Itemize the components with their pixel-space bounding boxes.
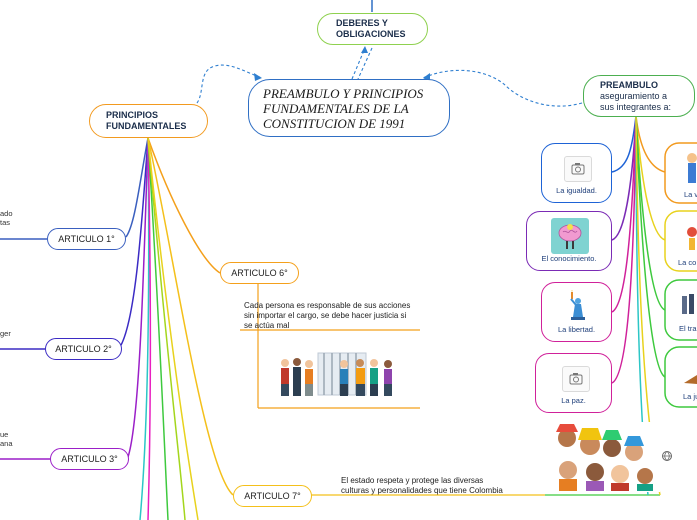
branch-art6	[147, 137, 221, 274]
articulo-7-label: ARTICULO 7°	[244, 491, 301, 501]
art7-illustration	[548, 422, 660, 492]
right-card-3-label: El tra	[679, 324, 697, 333]
principios-node[interactable]: PRINCIPIOS FUNDAMENTALES	[89, 104, 208, 138]
right-card-1-label: La v	[684, 190, 697, 199]
branch-yellow	[147, 137, 199, 520]
articulo-6-label: ARTICULO 6°	[231, 268, 288, 278]
articulo-7-text: El estado respeta y protege las diversas…	[341, 476, 503, 495]
branch-lime	[147, 137, 186, 520]
right-card-2-label: La co	[678, 258, 697, 267]
deberes-line-2: OBLIGACIONES	[336, 29, 406, 39]
articulo-1-node[interactable]: ARTICULO 1°	[47, 228, 126, 250]
deberes-node[interactable]: DEBERES Y OBLIGACIONES	[317, 13, 428, 45]
art6-illustration	[281, 352, 392, 396]
brain-icon	[551, 218, 589, 254]
left-fragment-4: ue	[0, 430, 9, 439]
central-topic[interactable]: PREAMBULO Y PRINCIPIOS FUNDAMENTALES DE …	[248, 79, 450, 137]
left-fragment-1: ado	[0, 209, 13, 218]
link-deberes-central	[351, 47, 366, 80]
statue-of-liberty-icon	[562, 289, 594, 321]
articulo-6-text: Cada persona es responsable de sus accio…	[244, 301, 411, 330]
principios-line-2: FUNDAMENTALES	[106, 121, 187, 131]
preambulo-sub-2: sus integrantes a:	[600, 101, 672, 112]
card-libertad[interactable]: La libertad.	[541, 282, 612, 342]
articulo-6-node[interactable]: ARTICULO 6°	[220, 262, 299, 284]
articulo-2-label: ARTICULO 2°	[55, 344, 112, 354]
branch-magenta	[147, 137, 152, 520]
preambulo-node[interactable]: PREAMBULO aseguramiento a sus integrante…	[583, 75, 695, 117]
link-preambulo-central	[422, 69, 583, 107]
left-fragment-2: tas	[0, 218, 11, 227]
branch-art1	[125, 137, 149, 238]
articulo-7-node[interactable]: ARTICULO 7°	[233, 485, 312, 507]
deberes-line-1: DEBERES Y	[336, 18, 388, 28]
central-line-1: PREAMBULO Y PRINCIPIOS	[263, 85, 424, 101]
articulo-1-label: ARTICULO 1°	[58, 234, 115, 244]
camera-icon	[564, 156, 592, 182]
right-card-4-label: La ju	[683, 392, 697, 401]
pre-branch-libertad	[611, 115, 637, 313]
globe-icon	[662, 451, 672, 462]
articulo-3-node[interactable]: ARTICULO 3°	[50, 448, 129, 470]
preambulo-title: PREAMBULO	[600, 79, 658, 90]
card-igualdad[interactable]: La igualdad.	[541, 143, 612, 203]
branch-green	[147, 137, 169, 520]
link-principios-central	[196, 64, 263, 104]
branch-art2	[119, 137, 149, 348]
card-igualdad-label: La igualdad.	[556, 186, 597, 195]
right-card-4	[664, 346, 697, 408]
pre-branch-conocimiento	[611, 115, 637, 241]
link-central-deberes	[357, 47, 373, 80]
central-line-2: FUNDAMENTALES DE LA	[263, 100, 409, 116]
pre-branch-paz	[611, 115, 637, 384]
articulo-2-node[interactable]: ARTICULO 2°	[45, 338, 122, 360]
card-conocimiento-label: El conocimiento.	[541, 254, 597, 263]
left-fragment-5: ana	[0, 439, 13, 448]
central-line-3: CONSTITUCION DE 1991	[263, 115, 406, 131]
articulo-3-label: ARTICULO 3°	[61, 454, 118, 464]
branch-art7	[147, 137, 234, 496]
preambulo-sub-1: aseguramiento a	[600, 90, 668, 101]
right-card-2	[664, 210, 697, 272]
left-fragment-3: ger	[0, 329, 11, 338]
camera-icon	[562, 366, 590, 392]
branch-art3	[127, 137, 149, 458]
card-libertad-label: La libertad.	[557, 325, 596, 334]
pre-branch-r2	[635, 115, 666, 241]
card-paz-label: La paz.	[561, 396, 586, 405]
right-card-icons	[682, 153, 697, 384]
card-conocimiento[interactable]: El conocimiento.	[526, 211, 612, 271]
pre-branch-r4	[635, 115, 666, 378]
card-paz[interactable]: La paz.	[535, 353, 612, 413]
principios-line-1: PRINCIPIOS	[106, 110, 159, 120]
